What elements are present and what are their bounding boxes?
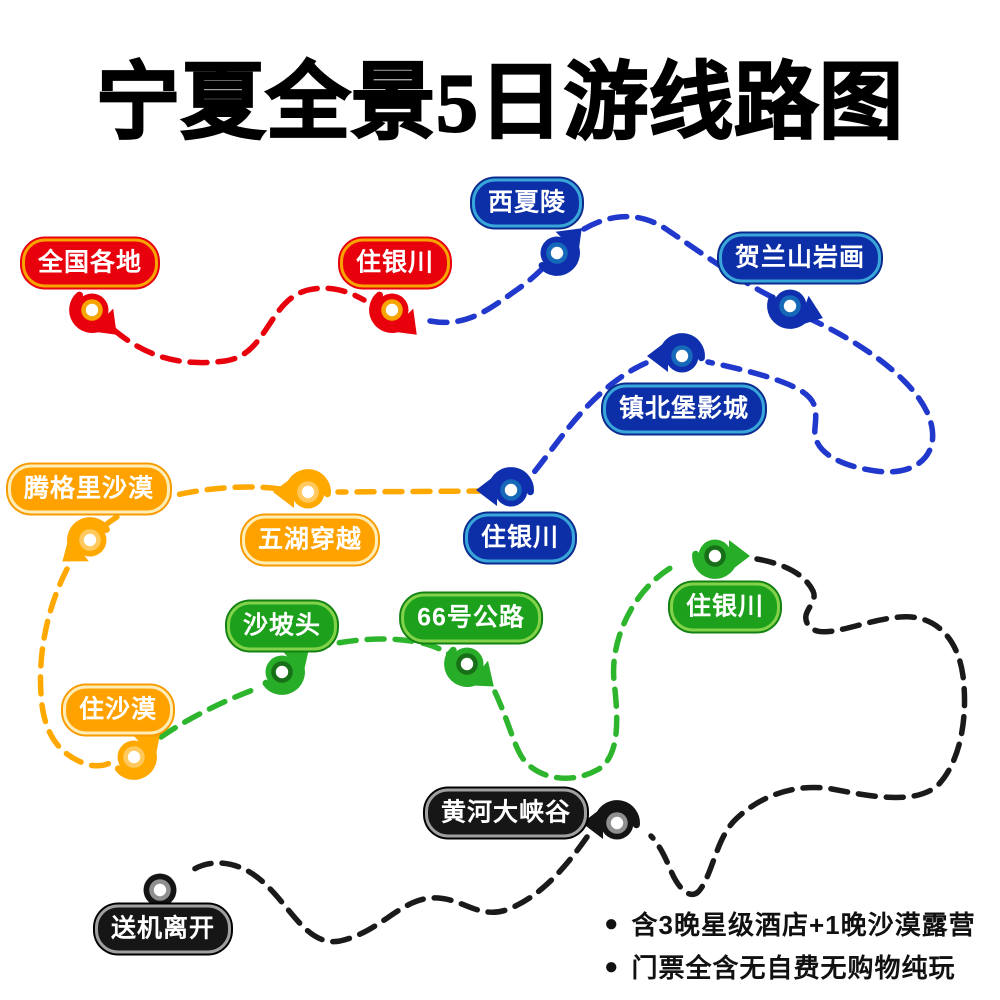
note-tickets: ● 门票全含无自费无购物纯玩 (604, 945, 976, 988)
leg-black-2 (188, 834, 590, 945)
stop-wuhu-chuanyue-label: 五湖穿越 (241, 515, 379, 565)
stop-66-highway-label: 66号公路 (401, 593, 541, 643)
stop-helanshan-yanhua-label: 贺兰山岩画 (718, 233, 882, 283)
page-title: 宁夏全景5日游线路图 (95, 56, 904, 151)
leg-green-3 (492, 564, 675, 781)
stop-zhu-shamo-label: 住沙漠 (62, 685, 174, 735)
leg-green-1 (158, 685, 261, 740)
stop-zhenbeibu-yingcheng-label: 镇北堡影城 (602, 384, 766, 434)
note-tickets-text: 门票全含无自费无购物纯玩 (631, 953, 956, 983)
leg-blue-3 (705, 314, 936, 475)
stop-xixia-ling-label: 西夏陵 (471, 178, 583, 228)
stop-zhu-yinchuan-3-label: 住银川 (669, 582, 781, 632)
leg-yellow-3 (37, 566, 113, 769)
leg-yellow-1 (335, 488, 489, 495)
stop-zhu-yinchuan-1-label: 住银川 (339, 238, 451, 288)
stop-zhu-yinchuan-2-label: 住银川 (464, 513, 576, 563)
note-hotels: ● 含3晚星级酒店+1晚沙漠露营 (604, 902, 976, 945)
notes-list: ● 含3晚星级酒店+1晚沙漠露营 ● 门票全含无自费无购物纯玩 (604, 902, 976, 988)
bullet-icon: ● (604, 909, 620, 937)
note-hotels-text: 含3晚星级酒店+1晚沙漠露营 (631, 910, 976, 940)
bullet-icon: ● (604, 952, 620, 980)
stop-shapotou-label: 沙坡头 (226, 601, 338, 651)
stop-quanguo-gedi-label: 全国各地 (21, 238, 159, 288)
leg-blue-4 (527, 360, 649, 480)
stop-huanghe-daxiagu-label: 黄河大峡谷 (424, 788, 588, 838)
leg-red-1 (111, 285, 367, 366)
stop-songji-likai-label: 送机离开 (94, 904, 232, 954)
stop-tenggeli-shamo-label: 腾格里沙漠 (7, 464, 171, 514)
leg-black-1 (648, 556, 968, 898)
